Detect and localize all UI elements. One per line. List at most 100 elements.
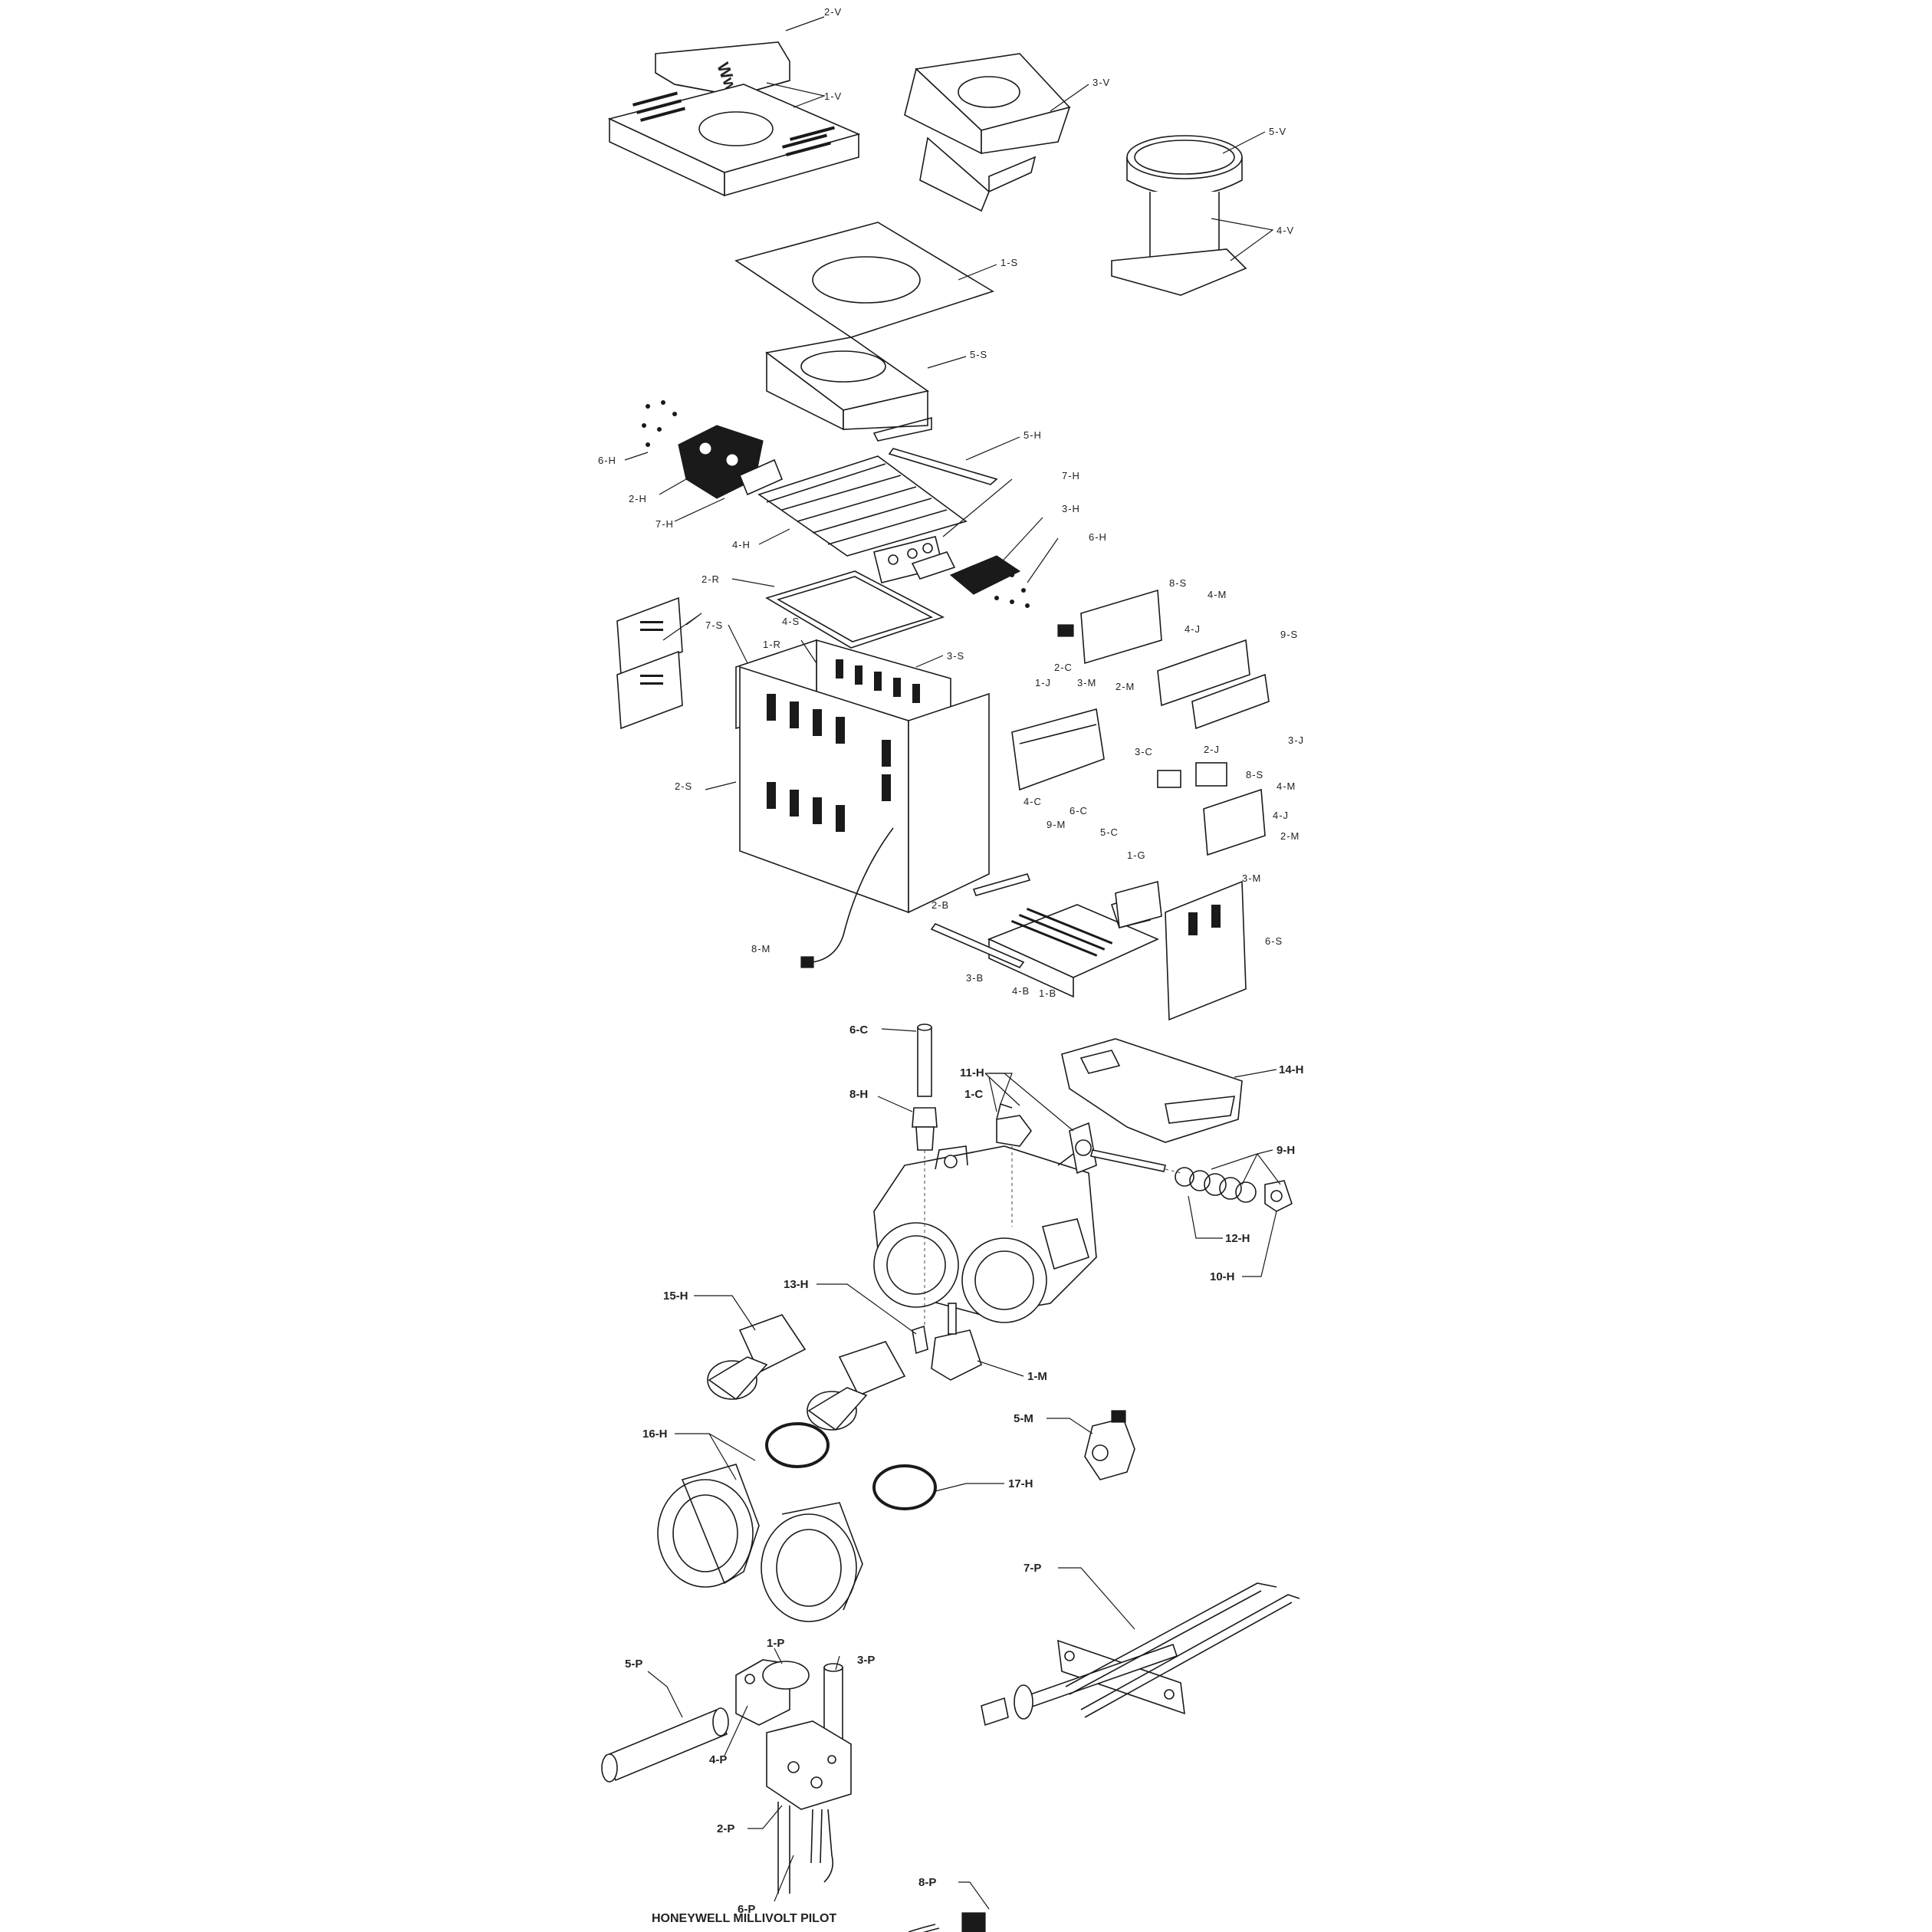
upper-labels: 2-V 1-V 3-V 5-V 4-V 1-S 5-S 5-H 6-H 2-H …	[598, 6, 1303, 999]
label-2v: 2-V	[824, 6, 842, 18]
burner-rods-2b-3b	[930, 873, 1031, 968]
label-2m-upper: 2-M	[1116, 681, 1135, 692]
label-6c-upper: 6-C	[1070, 805, 1088, 816]
valve-5m	[1084, 1410, 1135, 1480]
label-6p: 6-P	[738, 1903, 755, 1916]
label-5p: 5-P	[625, 1658, 642, 1671]
label-13h: 13-H	[784, 1278, 809, 1291]
gas-valve-1g	[1115, 880, 1162, 929]
label-2m-lower: 2-M	[1280, 830, 1300, 842]
label-3m-upper: 3-M	[1077, 677, 1096, 688]
label-1g: 1-G	[1127, 849, 1146, 861]
baffle-5h	[888, 448, 998, 485]
label-6h-right: 6-H	[1089, 531, 1107, 543]
label-8p: 8-P	[918, 1876, 936, 1889]
thermocouple-7p	[981, 1582, 1300, 1727]
label-4h: 4-H	[732, 539, 751, 550]
rear-frame-2r	[765, 570, 945, 649]
label-5h: 5-H	[1024, 429, 1042, 441]
label-1j: 1-J	[1035, 677, 1051, 688]
label-11h: 11-H	[960, 1066, 984, 1079]
control-panel-8s-upper	[1057, 589, 1162, 665]
vent-hood-3v	[904, 53, 1071, 212]
label-1s: 1-S	[1001, 257, 1018, 268]
control-panel-8s-lower	[1157, 762, 1266, 856]
header-body	[873, 1145, 1097, 1323]
label-8m: 8-M	[751, 943, 770, 955]
label-1v: 1-V	[824, 90, 842, 102]
label-5v: 5-V	[1269, 126, 1286, 137]
pilot-leader-lines	[647, 1567, 1135, 1910]
label-7s: 7-S	[705, 619, 723, 631]
label-6h-left: 6-H	[598, 455, 616, 466]
bracket-14h	[1061, 1038, 1243, 1143]
label-4m-upper: 4-M	[1208, 589, 1227, 600]
label-9h: 9-H	[1276, 1144, 1295, 1157]
label-3c: 3-C	[1135, 746, 1153, 757]
label-5m: 5-M	[1014, 1412, 1033, 1425]
label-2b: 2-B	[932, 899, 949, 911]
pressure-switch-13h-1m	[912, 1303, 982, 1381]
pilot-body-2p	[766, 1720, 852, 1810]
label-3m-lower: 3-M	[1242, 872, 1261, 884]
label-4v: 4-V	[1276, 225, 1294, 236]
pilot-burner-1p-4p	[735, 1659, 810, 1726]
label-4c: 4-C	[1024, 796, 1042, 807]
door-6s	[1165, 880, 1247, 1021]
bypass-valve-11h	[1069, 1122, 1166, 1175]
label-3s: 3-S	[947, 650, 964, 662]
flue-collector-5s	[765, 337, 932, 442]
label-4m-lower: 4-M	[1276, 780, 1296, 792]
label-4j-upper: 4-J	[1184, 623, 1201, 635]
label-9m: 9-M	[1046, 819, 1066, 830]
header-leader-lines	[675, 1028, 1281, 1492]
label-10h: 10-H	[1210, 1270, 1235, 1283]
label-3p: 3-P	[857, 1654, 875, 1667]
label-1p: 1-P	[767, 1637, 784, 1650]
gasket-7h-left	[738, 458, 784, 496]
connector-8p	[908, 1912, 986, 1932]
label-1b: 1-B	[1039, 987, 1056, 999]
spring-12h-9h-10h	[1175, 1167, 1293, 1212]
label-9s: 9-S	[1280, 629, 1298, 640]
label-7h-left: 7-H	[656, 518, 674, 530]
label-3h: 3-H	[1062, 503, 1080, 514]
label-4j-lower: 4-J	[1273, 810, 1289, 821]
label-6c: 6-C	[849, 1024, 868, 1037]
control-box-1j	[1011, 708, 1105, 791]
label-1c: 1-C	[964, 1088, 983, 1101]
vent-top-1v	[607, 84, 861, 197]
label-12h: 12-H	[1225, 1232, 1250, 1245]
cover-9s	[1157, 639, 1270, 730]
label-8s-upper: 8-S	[1169, 577, 1187, 589]
vent-stack-5v	[1111, 135, 1247, 296]
diagram-title: HONEYWELL MILLIVOLT PILOT	[652, 1912, 836, 1925]
fitting-8h	[912, 1107, 938, 1151]
label-8h: 8-H	[849, 1088, 868, 1101]
clip-1c	[996, 1102, 1032, 1147]
top-plate-1s	[734, 222, 994, 338]
label-4b: 4-B	[1012, 985, 1030, 997]
label-3v: 3-V	[1092, 77, 1110, 88]
label-1r: 1-R	[763, 639, 781, 650]
pressure-tube-6c	[917, 1024, 932, 1097]
label-6s: 6-S	[1265, 935, 1283, 947]
label-1m: 1-M	[1027, 1370, 1047, 1383]
label-17h: 17-H	[1008, 1477, 1033, 1490]
pilot-tubing-6p	[777, 1802, 834, 1894]
label-2h: 2-H	[629, 493, 647, 504]
label-14h: 14-H	[1279, 1063, 1304, 1076]
pilot-orifice-5p	[601, 1707, 729, 1783]
label-2r: 2-R	[702, 573, 720, 585]
jacket-front-2s	[739, 665, 990, 968]
upper-leader-lines	[624, 16, 1274, 790]
label-2c: 2-C	[1054, 662, 1073, 673]
label-7p: 7-P	[1024, 1562, 1041, 1575]
side-panels-7s	[616, 596, 683, 730]
vent-cap-2v: Ww	[655, 41, 790, 97]
label-2s: 2-S	[675, 780, 692, 792]
label-8s-lower: 8-S	[1246, 769, 1263, 780]
return-header-3h	[949, 555, 1030, 608]
pilot-labels: 7-P 1-P 3-P 5-P 4-P 2-P 8-P 6-P	[625, 1562, 1041, 1916]
